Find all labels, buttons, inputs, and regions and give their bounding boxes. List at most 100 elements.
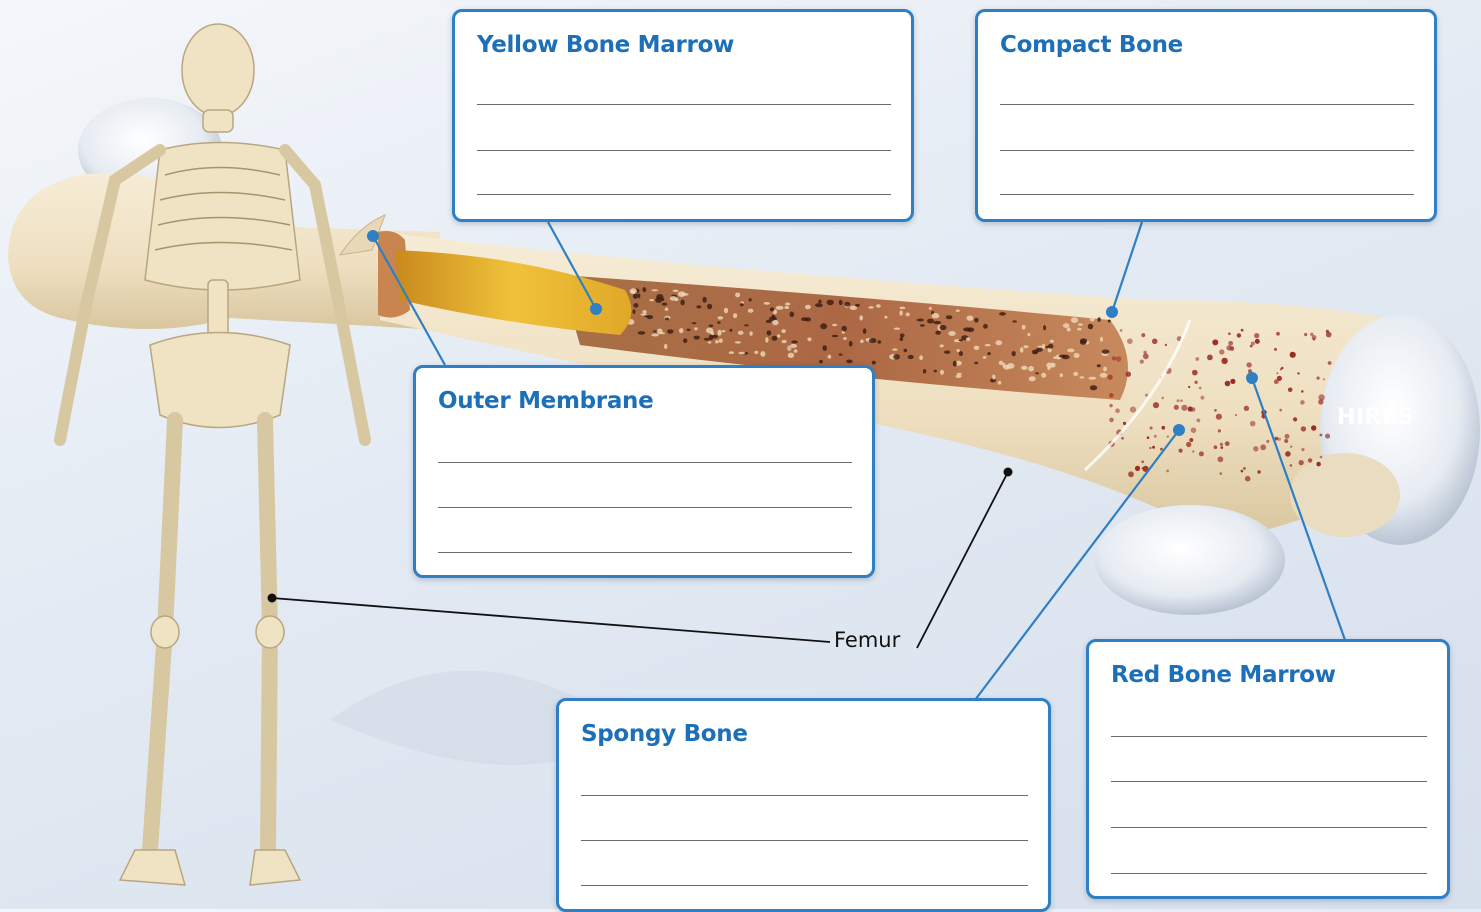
pore — [899, 307, 905, 310]
pore — [683, 338, 687, 343]
pore — [974, 362, 978, 365]
pore — [839, 354, 843, 356]
red-speckle — [1318, 399, 1323, 404]
red-speckle — [1257, 470, 1260, 473]
red-speckle — [1226, 345, 1231, 350]
pore — [760, 351, 765, 357]
write-line[interactable] — [438, 552, 852, 553]
red-speckle — [1290, 446, 1292, 448]
red-speckle — [1162, 426, 1166, 430]
pore — [1074, 353, 1080, 358]
pore — [1080, 341, 1087, 345]
red-speckle — [1241, 329, 1244, 332]
red-speckle — [1218, 429, 1221, 432]
write-line[interactable] — [477, 104, 891, 105]
write-line[interactable] — [1111, 827, 1427, 828]
pore — [908, 355, 914, 359]
write-line[interactable] — [1000, 104, 1414, 105]
pore — [844, 302, 850, 307]
pore — [692, 322, 697, 324]
red-speckle — [1244, 406, 1249, 411]
red-speckle — [1121, 437, 1124, 440]
pore — [900, 337, 904, 341]
pore — [987, 352, 991, 355]
pore — [749, 298, 752, 301]
red-speckle — [1221, 358, 1227, 364]
red-speckle — [1299, 460, 1304, 465]
write-line[interactable] — [581, 795, 1028, 796]
pore — [1073, 372, 1078, 376]
red-speckle — [1260, 444, 1266, 450]
write-line[interactable] — [438, 462, 852, 463]
red-speckle — [1135, 466, 1140, 471]
pore — [744, 324, 748, 326]
write-line[interactable] — [1111, 736, 1427, 737]
red-speckle — [1189, 438, 1193, 442]
pore — [724, 308, 728, 314]
red-speckle — [1147, 436, 1150, 439]
red-speckle — [1128, 471, 1134, 477]
write-line[interactable] — [581, 885, 1028, 886]
pore — [839, 300, 843, 305]
pore — [709, 325, 714, 328]
pore — [719, 339, 723, 343]
red-speckle — [1126, 372, 1131, 377]
spongy-bone-title: Spongy Bone — [581, 721, 748, 747]
pore — [959, 351, 963, 356]
pore — [869, 338, 877, 343]
red-speckle — [1116, 356, 1122, 362]
pore — [640, 313, 647, 315]
red-speckle — [1165, 344, 1167, 346]
red-speckle — [1323, 378, 1325, 380]
pore — [1103, 367, 1107, 372]
pore — [843, 337, 847, 340]
pore — [832, 324, 837, 326]
pore — [661, 298, 665, 302]
pore — [1043, 325, 1046, 330]
red-speckle — [1162, 397, 1164, 399]
pore — [1021, 366, 1027, 370]
red-speckle — [1150, 427, 1153, 430]
write-line[interactable] — [1111, 781, 1427, 782]
pore — [633, 303, 638, 308]
write-line[interactable] — [1000, 150, 1414, 151]
red-speckle — [1277, 376, 1282, 381]
pore — [974, 318, 978, 323]
red-speckle — [1228, 332, 1231, 335]
red-speckle — [1250, 421, 1256, 427]
red-speckle — [1218, 456, 1224, 462]
write-line[interactable] — [438, 507, 852, 508]
pore — [828, 355, 832, 359]
red-speckle — [1317, 377, 1320, 380]
red-speckle — [1174, 405, 1179, 410]
red-speckle — [1180, 399, 1183, 402]
pore — [953, 361, 957, 367]
dot-femur-bone — [1004, 468, 1013, 477]
pore — [767, 330, 772, 335]
pore — [729, 351, 734, 354]
pore — [642, 287, 646, 292]
red-speckle — [1109, 404, 1112, 407]
pore — [878, 340, 882, 344]
pore — [1007, 363, 1015, 369]
pore — [712, 335, 718, 339]
write-line[interactable] — [581, 840, 1028, 841]
pore — [717, 321, 720, 323]
pore — [784, 306, 789, 309]
pore — [791, 340, 798, 343]
red-speckle — [1255, 339, 1260, 344]
red-speckle — [1216, 414, 1222, 420]
right-knee — [256, 616, 284, 648]
write-line[interactable] — [477, 150, 891, 151]
write-line[interactable] — [1000, 194, 1414, 195]
pore — [940, 344, 944, 347]
pore — [660, 332, 665, 334]
red-speckle — [1149, 447, 1151, 449]
red-speckle — [1177, 399, 1180, 402]
write-line[interactable] — [1111, 873, 1427, 874]
pore — [788, 353, 794, 358]
pore — [754, 351, 758, 354]
write-line[interactable] — [477, 194, 891, 195]
red-speckle — [1228, 341, 1233, 346]
red-speckle — [1140, 360, 1144, 364]
